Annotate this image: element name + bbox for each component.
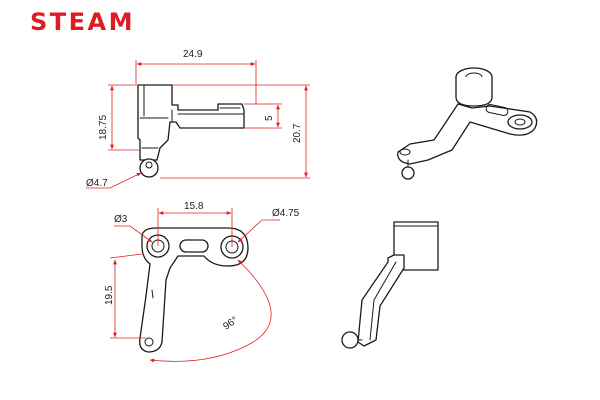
dim-center-distance: 15.8 [184,201,204,212]
dim-arm-length: 19.5 [104,285,115,305]
steam-logo: STEAM [30,8,135,36]
dim-hole-large: Ø4.75 [272,208,300,219]
dim-hole-small: Ø3 [114,214,128,225]
dim-left-height: 18.75 [98,115,109,140]
top-view: 15.8 Ø3 Ø4.75 19.5 96° [104,201,300,363]
dim-ball-diameter: Ø4.7 [86,178,108,189]
isometric-view [397,67,538,180]
dim-angle: 96° [221,315,240,333]
side-view: 24.9 18.75 5 20.7 Ø4.7 [86,49,310,189]
dim-right-height: 20.7 [292,123,303,143]
dim-top-width: 24.9 [183,49,203,60]
front-view [341,221,439,349]
dim-step-height: 5 [264,115,275,121]
